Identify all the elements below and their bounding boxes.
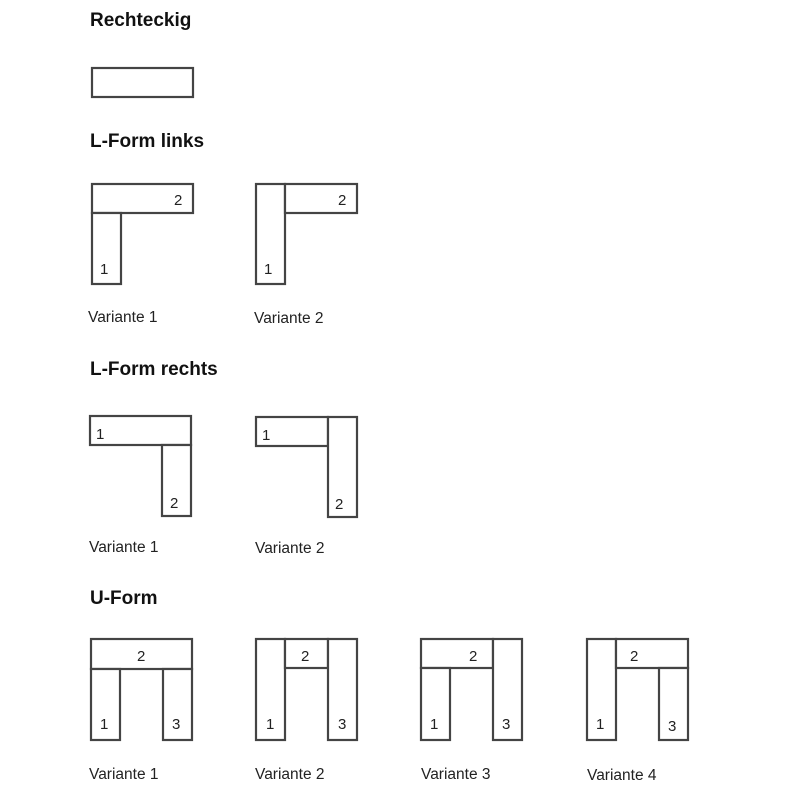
segment-label: 1 xyxy=(596,716,604,733)
segment-label: 1 xyxy=(264,261,272,278)
caption-u-variant-3: Variante 3 xyxy=(421,766,491,783)
l-rechts-variant-1-shape: 1 2 xyxy=(88,414,193,518)
segment-label: 3 xyxy=(338,716,346,733)
caption-u-variant-1: Variante 1 xyxy=(89,766,159,783)
segment-label: 2 xyxy=(630,648,638,665)
caption-l-links-variant-1: Variante 1 xyxy=(88,309,158,326)
segment-label: 1 xyxy=(100,261,108,278)
segment-label: 3 xyxy=(172,716,180,733)
caption-u-variant-2: Variante 2 xyxy=(255,766,325,783)
segment-label: 2 xyxy=(174,192,182,209)
segment-label: 2 xyxy=(137,648,145,665)
segment-label: 1 xyxy=(430,716,438,733)
segment-label: 2 xyxy=(469,648,477,665)
segment-label: 2 xyxy=(301,648,309,665)
segment-label: 3 xyxy=(502,716,510,733)
l-links-variant-1-shape: 2 1 xyxy=(90,182,195,286)
segment-label: 2 xyxy=(335,496,343,513)
segment-label: 1 xyxy=(96,426,104,443)
caption-l-rechts-variant-2: Variante 2 xyxy=(255,540,325,557)
u-variant-1-shape: 2 1 3 xyxy=(89,637,194,742)
u-variant-3-shape: 2 1 3 xyxy=(419,637,524,742)
caption-l-links-variant-2: Variante 2 xyxy=(254,310,324,327)
u-variant-2-shape: 2 1 3 xyxy=(254,637,359,742)
rectangle-shape xyxy=(90,66,195,99)
segment-label: 1 xyxy=(100,716,108,733)
l-rechts-variant-2-shape: 1 2 xyxy=(254,415,359,519)
segment-label: 3 xyxy=(668,718,676,735)
heading-u-form: U-Form xyxy=(90,588,158,609)
heading-l-form-links: L-Form links xyxy=(90,131,205,152)
u-variant-4-shape: 2 1 3 xyxy=(585,637,690,742)
segment-label: 1 xyxy=(266,716,274,733)
segment-label: 2 xyxy=(170,495,178,512)
heading-rechteckig: Rechteckig xyxy=(90,10,192,31)
heading-l-form-rechts: L-Form rechts xyxy=(90,359,218,380)
caption-u-variant-4: Variante 4 xyxy=(587,767,657,784)
l-links-variant-2-shape: 2 1 xyxy=(254,182,359,286)
caption-l-rechts-variant-1: Variante 1 xyxy=(89,539,159,556)
segment-label: 1 xyxy=(262,427,270,444)
segment-label: 2 xyxy=(338,192,346,209)
